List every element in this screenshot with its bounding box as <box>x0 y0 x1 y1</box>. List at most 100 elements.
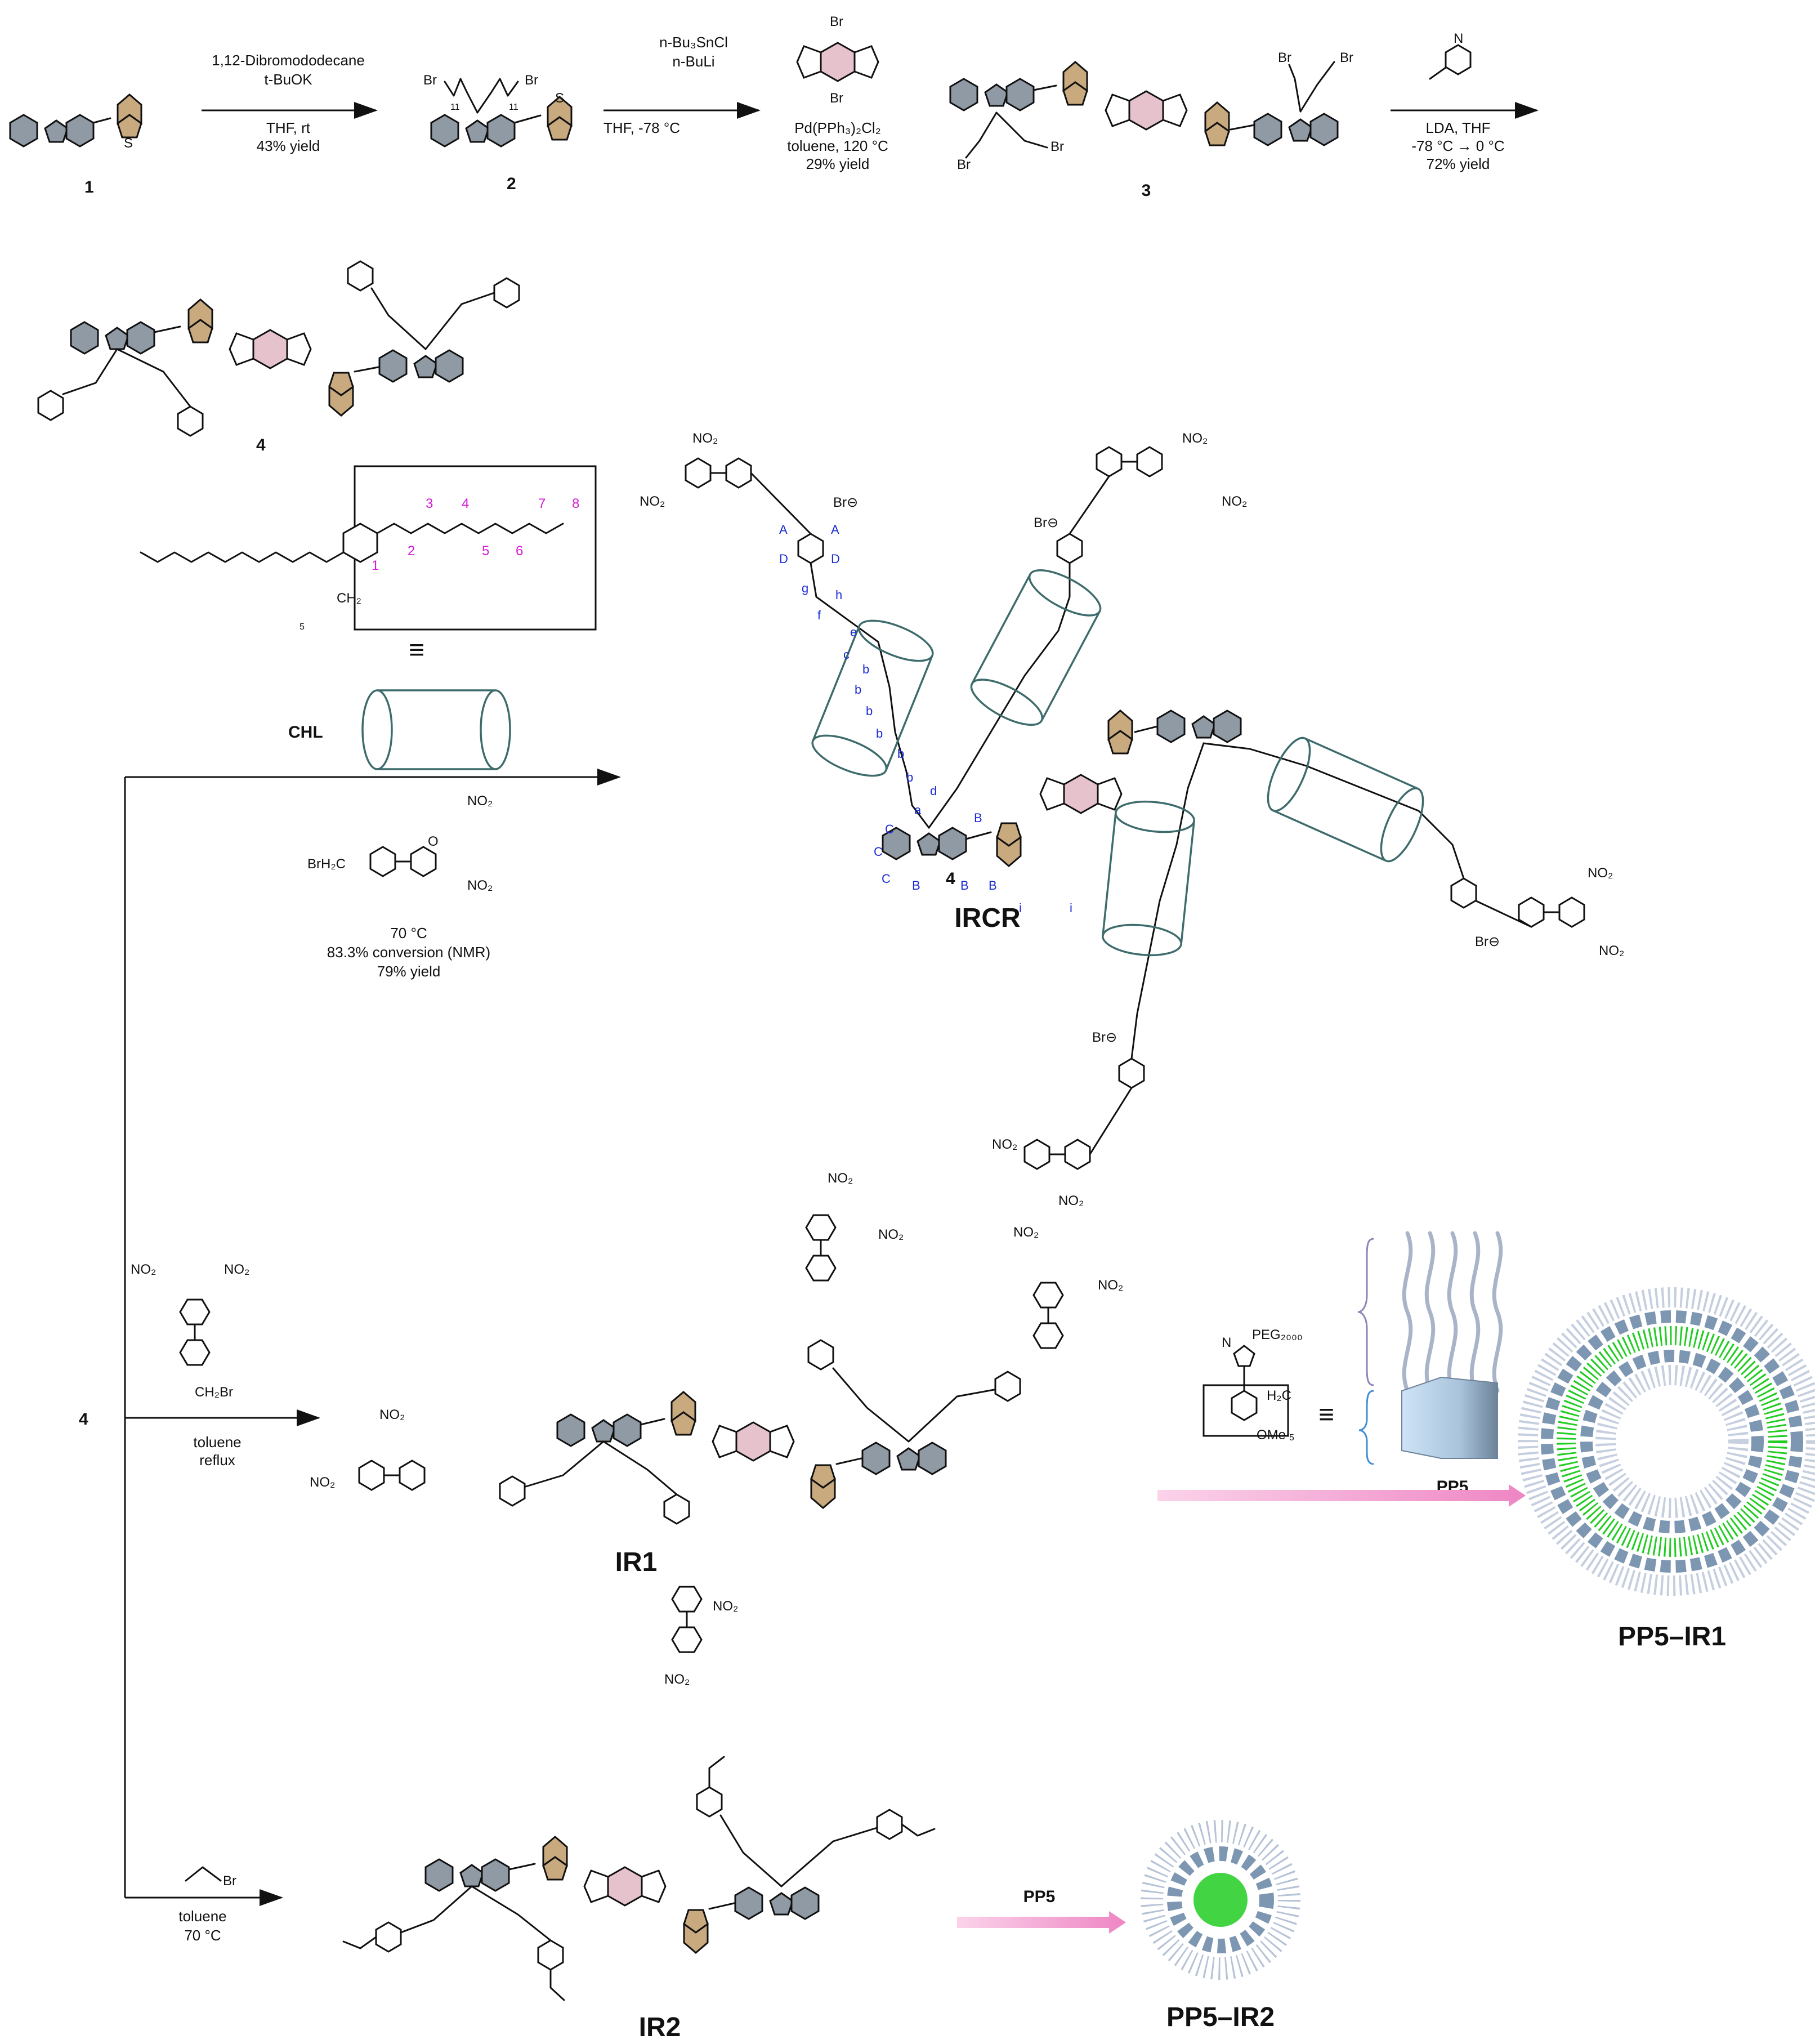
atom-br-minus: Br⊖ <box>833 495 858 510</box>
nmr-label: b <box>897 747 904 761</box>
atom-no2: NO₂ <box>379 1407 405 1422</box>
nmr-label: C <box>882 872 891 886</box>
repeat-11: 11 <box>509 102 518 112</box>
pp5-structure: N PEG₂₀₀₀ OMe H₂C 5 ≡ PP5 <box>1202 1231 1503 1496</box>
atom-no2: NO₂ <box>1058 1193 1084 1208</box>
step1-solvent: THF, rt <box>266 119 311 136</box>
atom-no2: NO₂ <box>224 1262 249 1277</box>
nmr-label: a <box>914 803 922 817</box>
repeat-5: 5 <box>1289 1433 1294 1443</box>
atom-no2: NO₂ <box>1599 943 1624 958</box>
chl-pos-1: 1 <box>372 558 379 573</box>
ir1-molecule: NO₂ NO₂ NO₂ NO₂ NO₂ NO₂ NO₂ NO₂ IR1 <box>310 1171 1123 1687</box>
atom-ch2: CH₂ <box>337 591 361 606</box>
ircr-conditions: BrH₂C O NO₂ NO₂ 70 °C 83.3% conversion (… <box>307 793 493 980</box>
atom-br: Br <box>830 91 843 106</box>
atom-no2: NO₂ <box>692 431 718 446</box>
atom-no2: NO₂ <box>1182 431 1208 446</box>
arrow-pp5-ir1 <box>1157 1484 1526 1507</box>
ir2-conditions: Br toluene 70 °C <box>178 1866 236 1944</box>
nmr-label: i <box>1019 901 1022 915</box>
arrow-step-4: N LDA, THF -78 °C → 0 °C 72% yield <box>1391 31 1539 172</box>
step3-solvent: toluene, 120 °C <box>787 137 888 154</box>
label-compound-3: 3 <box>1142 181 1151 200</box>
atom-br: Br <box>525 73 538 88</box>
nmr-label: b <box>876 726 883 740</box>
chl-pos-2: 2 <box>408 543 415 559</box>
step4-temp: -78 °C → 0 °C <box>1411 137 1504 154</box>
ircr-yield: 79% yield <box>377 963 441 980</box>
atom-br-minus: Br⊖ <box>1034 515 1058 530</box>
ir1-conditions: NO₂ NO₂ CH₂Br toluene reflux <box>131 1262 249 1469</box>
nmr-label: d <box>930 784 937 798</box>
arrow-step-2-3: n-Bu₃SnCl n-BuLi THF, -78 °C Br Br Pd(PP… <box>603 14 888 172</box>
equiv-symbol: ≡ <box>409 635 424 665</box>
atom-brh2c: BrH₂C <box>307 856 346 872</box>
atom-no2: NO₂ <box>992 1137 1017 1152</box>
label-pp5-ir2: PP5–IR2 <box>1166 2002 1275 2032</box>
atom-no2: NO₂ <box>1013 1225 1039 1240</box>
label-chl: CHL <box>288 723 323 742</box>
repeat-11: 11 <box>450 102 460 112</box>
chl-macrocycle: CH₂ 5 1 2 3 4 5 6 7 8 ≡ CHL <box>140 465 597 770</box>
step4-reagent: LDA, THF <box>1425 119 1490 136</box>
atom-br: Br <box>957 157 971 172</box>
step3-catalyst: Pd(PPh₃)₂Cl₂ <box>794 119 881 136</box>
label-compound-4: 4 <box>256 436 266 454</box>
ir2-temp: 70 °C <box>184 1927 221 1944</box>
compound-4: 4 <box>37 260 520 454</box>
pp5-ir2-micelle: PP5–IR2 <box>1141 1820 1300 2032</box>
ircr-rotaxane: NO₂ NO₂ NO₂ NO₂ NO₂ NO₂ NO₂ NO₂ Br⊖ Br⊖ … <box>640 431 1624 1208</box>
atom-o: O <box>428 834 439 849</box>
nmr-label: e <box>850 625 857 639</box>
nmr-label: A <box>779 523 788 537</box>
atom-no2: NO₂ <box>1222 494 1247 509</box>
atom-no2: NO₂ <box>664 1672 690 1687</box>
equiv-symbol: ≡ <box>1318 1400 1334 1430</box>
atom-no2: NO₂ <box>467 878 493 893</box>
ircr-temp: 70 °C <box>390 925 427 941</box>
step1-yield: 43% yield <box>257 137 320 154</box>
atom-no2: NO₂ <box>310 1475 335 1490</box>
atom-no2: NO₂ <box>828 1171 853 1186</box>
atom-no2: NO₂ <box>1098 1278 1123 1293</box>
atom-no2: NO₂ <box>713 1599 738 1614</box>
atom-no2: NO₂ <box>467 793 493 809</box>
atom-no2: NO₂ <box>640 494 665 509</box>
atom-ch2br: CH₂Br <box>195 1385 233 1400</box>
label-pp5-ir1: PP5–IR1 <box>1618 1622 1726 1652</box>
nmr-label: b <box>906 770 913 784</box>
chl-pos-8: 8 <box>572 496 579 511</box>
label-compound-1: 1 <box>84 178 94 197</box>
label-ircr: IRCR <box>954 903 1020 933</box>
compound-2: Br Br 11 11 S 2 <box>423 73 573 193</box>
nmr-label: D <box>831 552 840 566</box>
atom-n: N <box>1222 1335 1231 1350</box>
label-compound-4-branch: 4 <box>79 1410 88 1429</box>
step3-yield: 29% yield <box>806 155 870 172</box>
nmr-label: c <box>843 648 850 662</box>
reaction-branches: 4 <box>79 769 621 1906</box>
nmr-label: h <box>835 588 842 602</box>
atom-no2: NO₂ <box>1588 865 1613 881</box>
ir1-solvent: toluene <box>193 1434 241 1451</box>
label-arrow-pp5: PP5 <box>1023 1887 1056 1906</box>
chl-pos-4: 4 <box>462 496 469 511</box>
ir2-solvent: toluene <box>178 1908 226 1925</box>
atom-br-minus: Br⊖ <box>1092 1030 1117 1045</box>
nmr-label: b <box>862 662 869 676</box>
arrow-pp5-ir2: PP5 <box>957 1887 1126 1934</box>
ir2-molecule: IR2 <box>342 1756 936 2042</box>
atom-br: Br <box>1340 50 1353 65</box>
label-compound-2: 2 <box>507 175 516 193</box>
nmr-label: B <box>974 811 982 825</box>
ir1-temp: reflux <box>199 1452 235 1469</box>
step1-base: t-BuOK <box>264 71 312 88</box>
nmr-label: B <box>960 878 969 892</box>
compound-1: S 1 <box>9 93 142 197</box>
chl-pos-7: 7 <box>538 496 546 511</box>
chl-pos-6: 6 <box>516 543 523 559</box>
nmr-label: C <box>874 845 883 859</box>
repeat-5: 5 <box>299 622 305 632</box>
